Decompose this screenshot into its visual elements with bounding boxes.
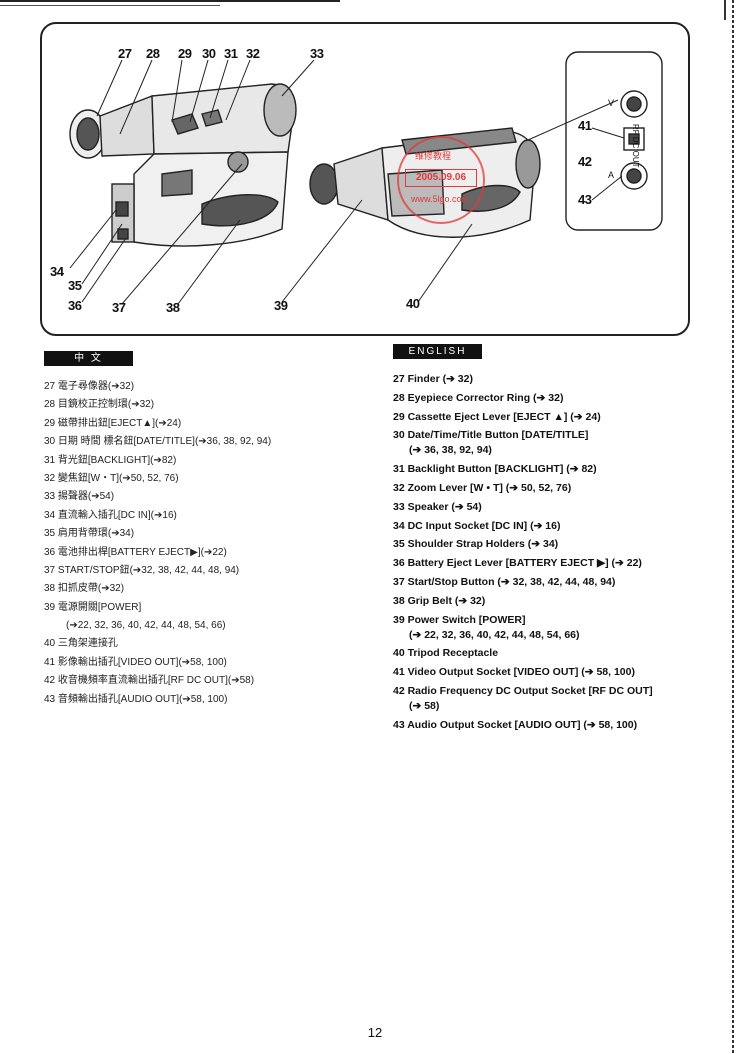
english-list-item: 31 Backlight Button [BACKLIGHT] (➔ 82) (393, 462, 693, 477)
english-item-text: 31 Backlight Button [BACKLIGHT] (➔ 82) (393, 463, 597, 476)
callout-29: 29 (178, 46, 192, 61)
english-item-continuation: (➔ 58) (409, 699, 440, 712)
english-list-item: 36 Battery Eject Lever [BATTERY EJECT ▶]… (393, 556, 693, 571)
chinese-list-item: 28 目鏡校正控制環(➔32) (44, 399, 155, 411)
english-list-item: 39 Power Switch [POWER] (➔ 22, 32, 36, 40… (393, 613, 693, 643)
english-item-text: 40 Tripod Receptacle (393, 647, 499, 660)
callout-38: 38 (166, 300, 180, 315)
chinese-list-item: 41 影像輸出插孔[VIDEO OUT](➔58, 100) (44, 656, 227, 668)
english-list-item: 28 Eyepiece Corrector Ring (➔ 32) (393, 391, 693, 406)
camcorder-diagram: 27 28 29 30 31 32 33 34 35 36 37 38 39 4… (40, 22, 690, 336)
stamp-date: 2005.09.06 (405, 169, 477, 187)
callout-37: 37 (112, 300, 126, 315)
label-v: V (608, 98, 615, 108)
english-item-text: 38 Grip Belt (➔ 32) (393, 594, 486, 607)
callout-34: 34 (50, 264, 64, 279)
stamp-top-text: 维修教程 (415, 151, 452, 161)
callout-33: 33 (310, 46, 324, 61)
chinese-list-item: 35 肩用背帶環(➔34) (44, 528, 135, 540)
english-list-item: 43 Audio Output Socket [AUDIO OUT] (➔ 58… (393, 718, 693, 733)
top-rule (0, 0, 340, 2)
callout-43: 43 (578, 192, 592, 207)
page-number: 12 (367, 1025, 383, 1040)
chinese-list-item: 27 電子尋像器(➔32) (44, 381, 135, 392)
label-rf-dc-out: RF DC OUT (631, 124, 640, 168)
chinese-list-item: 29 磁帶排出鈕[EJECT▲](➔24) (44, 417, 182, 429)
english-item-text: 33 Speaker (➔ 54) (393, 500, 482, 513)
chinese-list-item: 42 收音機頻率直流輸出插孔[RF DC OUT](➔58) (44, 675, 255, 687)
chinese-list-item: 31 背光鈕[BACKLIGHT](➔82) (44, 454, 177, 466)
english-item-text: 37 Start/Stop Button (➔ 32, 38, 42, 44, … (393, 575, 616, 588)
chinese-list-item: 34 直流輸入插孔[DC IN](➔16) (44, 509, 177, 521)
english-list-item: 32 Zoom Lever [W • T] (➔ 50, 52, 76) (393, 481, 693, 496)
callout-35: 35 (68, 278, 82, 293)
english-item-text: 35 Shoulder Strap Holders (➔ 34) (393, 538, 559, 551)
callout-41: 41 (578, 118, 592, 133)
page-edge-mark (724, 0, 726, 20)
camcorder-illustration (69, 51, 663, 305)
label-a: A (608, 170, 615, 180)
english-list-item: 40 Tripod Receptacle (393, 646, 693, 661)
chinese-list-item: 37 START/STOP鈕(➔32, 38, 42, 44, 48, 94) (44, 564, 240, 576)
chinese-list-item: 38 扣抓皮帶(➔32) (44, 583, 125, 595)
english-item-text: 32 Zoom Lever [W • T] (➔ 50, 52, 76) (393, 481, 572, 494)
watermark-stamp (397, 136, 485, 224)
callout-32: 32 (246, 46, 260, 61)
english-list-item: 29 Cassette Eject Lever [EJECT ▲] (➔ 24) (393, 410, 693, 425)
english-list-item: 41 Video Output Socket [VIDEO OUT] (➔ 58… (393, 665, 693, 680)
callout-31: 31 (224, 46, 238, 61)
english-item-text: 42 Radio Frequency DC Output Socket [RF … (393, 684, 653, 697)
english-item-text: 27 Finder (➔ 32) (393, 373, 473, 385)
chinese-list-item: 33 揚聲器(➔54) (44, 491, 115, 503)
english-item-text: 34 DC Input Socket [DC IN] (➔ 16) (393, 519, 561, 532)
chinese-list-item: 30 日期 時間 標名鈕[DATE/TITLE](➔36, 38, 92, 94… (44, 436, 272, 448)
english-item-text: 43 Audio Output Socket [AUDIO OUT] (➔ 58… (393, 718, 638, 731)
chinese-parts-list: 27 電子尋像器(➔32) 28 目鏡校正控制環(➔32) 29 磁帶排出鈕[EJE… (44, 378, 344, 709)
callout-36: 36 (68, 298, 82, 313)
english-list-item: 30 Date/Time/Title Button [DATE/TITLE] (➔… (393, 428, 693, 458)
top-rule-thin (0, 5, 220, 6)
english-list-item: 42 Radio Frequency DC Output Socket [RF … (393, 684, 693, 714)
callout-27: 27 (118, 46, 132, 61)
english-list-item: 27 Finder (➔ 32) (393, 372, 693, 387)
english-list-item: 38 Grip Belt (➔ 32) (393, 594, 693, 609)
callout-40: 40 (406, 296, 420, 311)
english-item-text: 39 Power Switch [POWER] (393, 613, 526, 626)
callout-42: 42 (578, 154, 592, 169)
chinese-list-item: 36 電池排出桿[BATTERY EJECT▶](➔22) (44, 546, 227, 558)
callout-30: 30 (202, 46, 216, 61)
english-list-item: 35 Shoulder Strap Holders (➔ 34) (393, 537, 693, 552)
english-list-item: 34 DC Input Socket [DC IN] (➔ 16) (393, 519, 693, 534)
english-item-continuation: (➔ 22, 32, 36, 40, 42, 44, 48, 54, 66) (409, 628, 580, 641)
chinese-list-item: 40 三角架連接孔 (44, 638, 118, 650)
english-item-text: 41 Video Output Socket [VIDEO OUT] (➔ 58… (393, 666, 635, 679)
page-edge-scan-artifact (732, 0, 734, 1054)
english-list-item: 37 Start/Stop Button (➔ 32, 38, 42, 44, … (393, 575, 693, 590)
callout-28: 28 (146, 46, 160, 61)
chinese-list-item: 39 電源開關[POWER] (44, 601, 142, 613)
english-parts-list: 27 Finder (➔ 32) 28 Eyepiece Corrector Ri… (393, 372, 693, 737)
english-item-text: 28 Eyepiece Corrector Ring (➔ 32) (393, 391, 564, 404)
stamp-url: www.5lgo.com (411, 194, 470, 204)
english-item-text: 36 Battery Eject Lever [BATTERY EJECT ▶]… (393, 557, 642, 570)
chinese-list-item: 32 變焦鈕[W・T](➔50, 52, 76) (44, 472, 179, 484)
english-item-text: 29 Cassette Eject Lever [EJECT ▲] (➔ 24) (393, 410, 601, 423)
chinese-section-header: 中 文 (44, 351, 133, 366)
chinese-list-item: (➔22, 32, 36, 40, 42, 44, 48, 54, 66) (66, 620, 226, 632)
callout-39: 39 (274, 298, 288, 313)
english-section-header: ENGLISH (393, 344, 482, 359)
chinese-list-item: 43 音頻輸出插孔[AUDIO OUT](➔58, 100) (44, 693, 228, 705)
english-item-text: 30 Date/Time/Title Button [DATE/TITLE] (393, 429, 589, 442)
english-list-item: 33 Speaker (➔ 54) (393, 500, 693, 515)
english-item-continuation: (➔ 36, 38, 92, 94) (409, 444, 492, 457)
